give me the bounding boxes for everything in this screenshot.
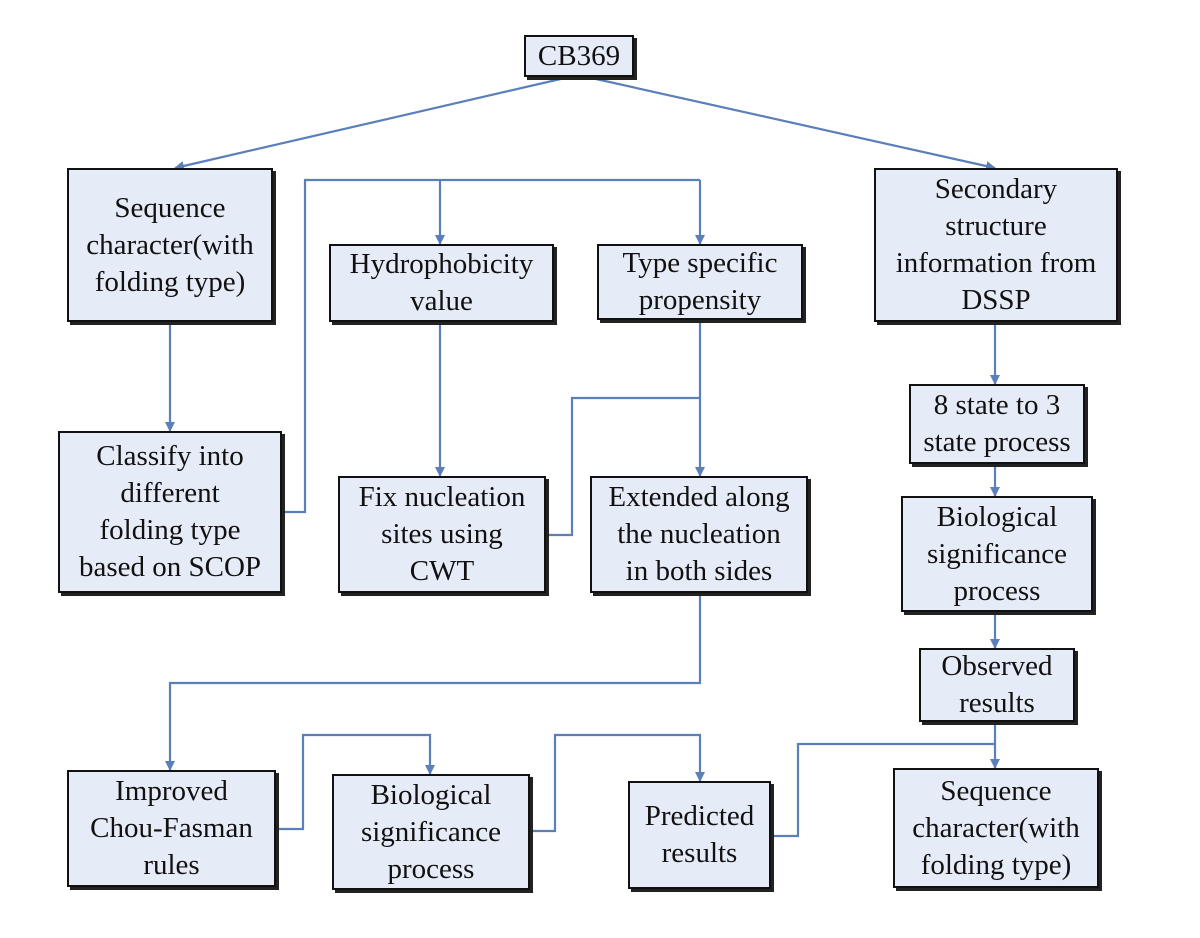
node-predicted: Predicted results — [628, 781, 771, 889]
node-sequence-character-bottom: Sequence character(with folding type) — [893, 768, 1099, 888]
connector-improved-to-biological — [276, 733, 435, 831]
node-hydrophobicity-label: Hydrophobicity value — [349, 248, 534, 317]
node-predicted-label: Predicted results — [644, 800, 755, 869]
arrow-cb369-to-secondary-structure — [577, 73, 996, 171]
node-cb369: CB369 — [524, 35, 634, 77]
node-observed: Observed results — [919, 648, 1075, 722]
node-extended-label: Extended along the nucleation in both si… — [608, 481, 790, 587]
node-sequence-character-top: Sequence character(with folding type) — [67, 168, 273, 322]
connector-predicted-to-observed — [771, 742, 995, 838]
connector-fix-nucleation-to-extended — [546, 396, 700, 537]
node-type-specific: Type specific propensity — [597, 244, 803, 320]
node-secondary-structure-label: Secondary structure information from DSS… — [895, 173, 1097, 316]
node-hydrophobicity: Hydrophobicity value — [329, 244, 554, 322]
node-extended: Extended along the nucleation in both si… — [590, 476, 808, 593]
node-secondary-structure: Secondary structure information from DSS… — [874, 168, 1118, 322]
node-observed-label: Observed results — [941, 650, 1053, 719]
node-biological-bottom-label: Biological significance process — [360, 778, 502, 885]
node-biological-bottom: Biological significance process — [332, 774, 530, 890]
connector-classify-loop — [282, 178, 700, 514]
node-biological-right: Biological significance process — [901, 496, 1093, 612]
node-state-process: 8 state to 3 state process — [909, 384, 1085, 464]
node-sequence-character-top-label: Sequence character(with folding type) — [86, 191, 254, 298]
connector-biological-to-predicted — [530, 733, 705, 833]
node-classify-label: Classify into different folding type bas… — [78, 440, 262, 583]
node-sequence-character-bottom-label: Sequence character(with folding type) — [912, 774, 1080, 881]
node-improved-chou-fasman: Improved Chou-Fasman rules — [67, 770, 276, 887]
node-improved-chou-fasman-label: Improved Chou-Fasman rules — [90, 775, 253, 881]
node-biological-right-label: Biological significance process — [926, 500, 1068, 607]
arrow-cb369-to-sequence-character — [174, 73, 579, 171]
node-cb369-label: CB369 — [537, 39, 621, 72]
node-type-specific-label: Type specific propensity — [622, 247, 778, 316]
node-fix-nucleation: Fix nucleation sites using CWT — [338, 476, 546, 593]
node-classify: Classify into different folding type bas… — [58, 431, 282, 593]
node-fix-nucleation-label: Fix nucleation sites using CWT — [358, 481, 526, 587]
node-state-process-label: 8 state to 3 state process — [923, 389, 1071, 458]
connector-extended-to-improved — [165, 593, 702, 771]
